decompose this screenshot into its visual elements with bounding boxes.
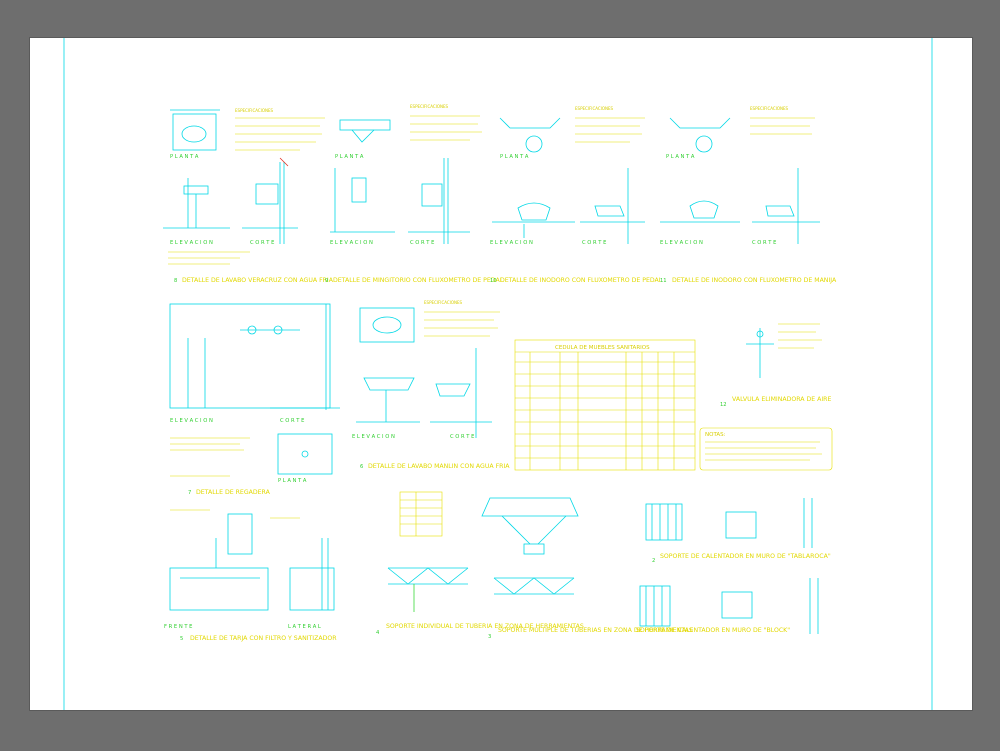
svg-text:3: 3: [488, 634, 491, 640]
svg-text:P L A N T A: P L A N T A: [500, 154, 529, 160]
detail-6: ESPECIFICACIONES E L E V A C I O N C O R…: [352, 300, 510, 470]
svg-text:E L E V A C I O N: E L E V A C I O N: [660, 240, 703, 246]
svg-text:E L E V A C I O N: E L E V A C I O N: [330, 240, 373, 246]
svg-text:E L E V A C I O N: E L E V A C I O N: [170, 418, 213, 424]
svg-text:10: 10: [490, 278, 497, 284]
svg-text:4: 4: [376, 630, 380, 636]
table-title: CEDULA DE MUEBLES SANITARIOS: [555, 345, 650, 351]
svg-text:VALVULA ELIMINADORA DE AIRE: VALVULA ELIMINADORA DE AIRE: [732, 396, 831, 403]
svg-text:2: 2: [652, 558, 655, 564]
svg-text:7: 7: [188, 490, 191, 496]
svg-text:F R E N T E: F R E N T E: [164, 624, 192, 630]
svg-text:12: 12: [720, 402, 727, 408]
svg-text:E L E V A C I O N: E L E V A C I O N: [490, 240, 533, 246]
svg-text:SOPORTE DE CALENTADOR EN MURO: SOPORTE DE CALENTADOR EN MURO DE "TABLAR…: [660, 553, 831, 560]
svg-text:DETALLE DE TARJA CON FILTRO Y: DETALLE DE TARJA CON FILTRO Y SANITIZADO…: [190, 635, 337, 642]
cad-drawing: P L A N T A ESPECIFICACIONES E L E V A C…: [63, 38, 933, 710]
svg-text:DETALLE DE LAVABO MANLIN CON A: DETALLE DE LAVABO MANLIN CON AGUA FRIA: [368, 463, 510, 470]
svg-text:ESPECIFICACIONES: ESPECIFICACIONES: [424, 300, 463, 305]
svg-text:P L A N T A: P L A N T A: [335, 154, 364, 160]
detail-1: SOPORTE DE CALENTADOR EN MURO DE "BLOCK": [636, 578, 819, 634]
detail-9: P L A N T A ESPECIFICACIONES E L E V A C…: [325, 104, 504, 284]
detail-2: 2 SOPORTE DE CALENTADOR EN MURO DE "TABL…: [645, 498, 831, 564]
svg-text:SOPORTE MULTIPLE DE TUBERIAS E: SOPORTE MULTIPLE DE TUBERIAS EN ZONA DE …: [498, 627, 693, 634]
svg-text:9: 9: [325, 278, 328, 284]
detail-8: P L A N T A ESPECIFICACIONES E L E V A C…: [163, 108, 334, 284]
svg-text:SOPORTE INDIVIDUAL DE TUBERIA: SOPORTE INDIVIDUAL DE TUBERIA EN ZONA DE…: [386, 623, 584, 630]
svg-text:P L A N T A: P L A N T A: [666, 154, 695, 160]
drawing-sheet: P L A N T A ESPECIFICACIONES E L E V A C…: [30, 38, 972, 710]
spec-heading: ESPECIFICACIONES: [235, 108, 274, 113]
planta-label: P L A N T A: [170, 154, 199, 160]
svg-text:ESPECIFICACIONES: ESPECIFICACIONES: [410, 104, 449, 109]
detail-3: 3 SOPORTE MULTIPLE DE TUBERIAS EN ZONA D…: [481, 497, 693, 640]
svg-text:ESPECIFICACIONES: ESPECIFICACIONES: [750, 106, 789, 111]
svg-text:5: 5: [180, 636, 183, 642]
svg-text:DETALLE DE INODORO CON FLUXOME: DETALLE DE INODORO CON FLUXOMETRO DE MAN…: [672, 277, 837, 284]
svg-text:DETALLE DE MINGITORIO CON FLUX: DETALLE DE MINGITORIO CON FLUXOMETRO DE …: [333, 277, 504, 284]
detail-11: P L A N T A ESPECIFICACIONES E L E V A C…: [660, 106, 837, 284]
detail-7: E L E V A C I O N C O R T E P L A N T A …: [169, 303, 340, 496]
svg-text:ESPECIFICACIONES: ESPECIFICACIONES: [575, 106, 614, 111]
detail-12: 12 VALVULA ELIMINADORA DE AIRE: [720, 323, 831, 408]
elevacion-label: E L E V A C I O N: [170, 240, 213, 246]
svg-text:6: 6: [360, 464, 363, 470]
detail-title: DETALLE DE LAVABO VERACRUZ CON AGUA FRIA: [182, 277, 334, 284]
svg-text:L A T E R A L: L A T E R A L: [288, 624, 321, 630]
svg-text:C O R T E: C O R T E: [752, 240, 776, 246]
svg-text:DETALLE DE INODORO CON FLUXOME: DETALLE DE INODORO CON FLUXOMETRO DE PED…: [500, 277, 663, 284]
svg-text:E L E V A C I O N: E L E V A C I O N: [352, 434, 395, 440]
detail-4: 4 SOPORTE INDIVIDUAL DE TUBERIA EN ZONA …: [376, 491, 584, 636]
svg-text:C O R T E: C O R T E: [280, 418, 304, 424]
detail-5: F R E N T E L A T E R A L 5 DETALLE DE T…: [164, 509, 337, 642]
svg-text:SOPORTE DE CALENTADOR EN MURO: SOPORTE DE CALENTADOR EN MURO DE "BLOCK": [636, 627, 790, 634]
svg-text:C O R T E: C O R T E: [582, 240, 606, 246]
svg-text:C O R T E: C O R T E: [450, 434, 474, 440]
detail-10: P L A N T A ESPECIFICACIONES E L E V A C…: [490, 106, 663, 284]
corte-label: C O R T E: [250, 240, 274, 246]
svg-text:DETALLE DE REGADERA: DETALLE DE REGADERA: [196, 489, 271, 496]
notas-box: NOTAS:: [699, 427, 833, 471]
svg-text:P L A N T A: P L A N T A: [278, 478, 307, 484]
svg-text:11: 11: [660, 278, 667, 284]
cedula-table: CEDULA DE MUEBLES SANITARIOS: [514, 339, 696, 471]
svg-text:8: 8: [174, 278, 177, 284]
svg-text:C O R T E: C O R T E: [410, 240, 434, 246]
notas-title: NOTAS:: [705, 432, 726, 438]
